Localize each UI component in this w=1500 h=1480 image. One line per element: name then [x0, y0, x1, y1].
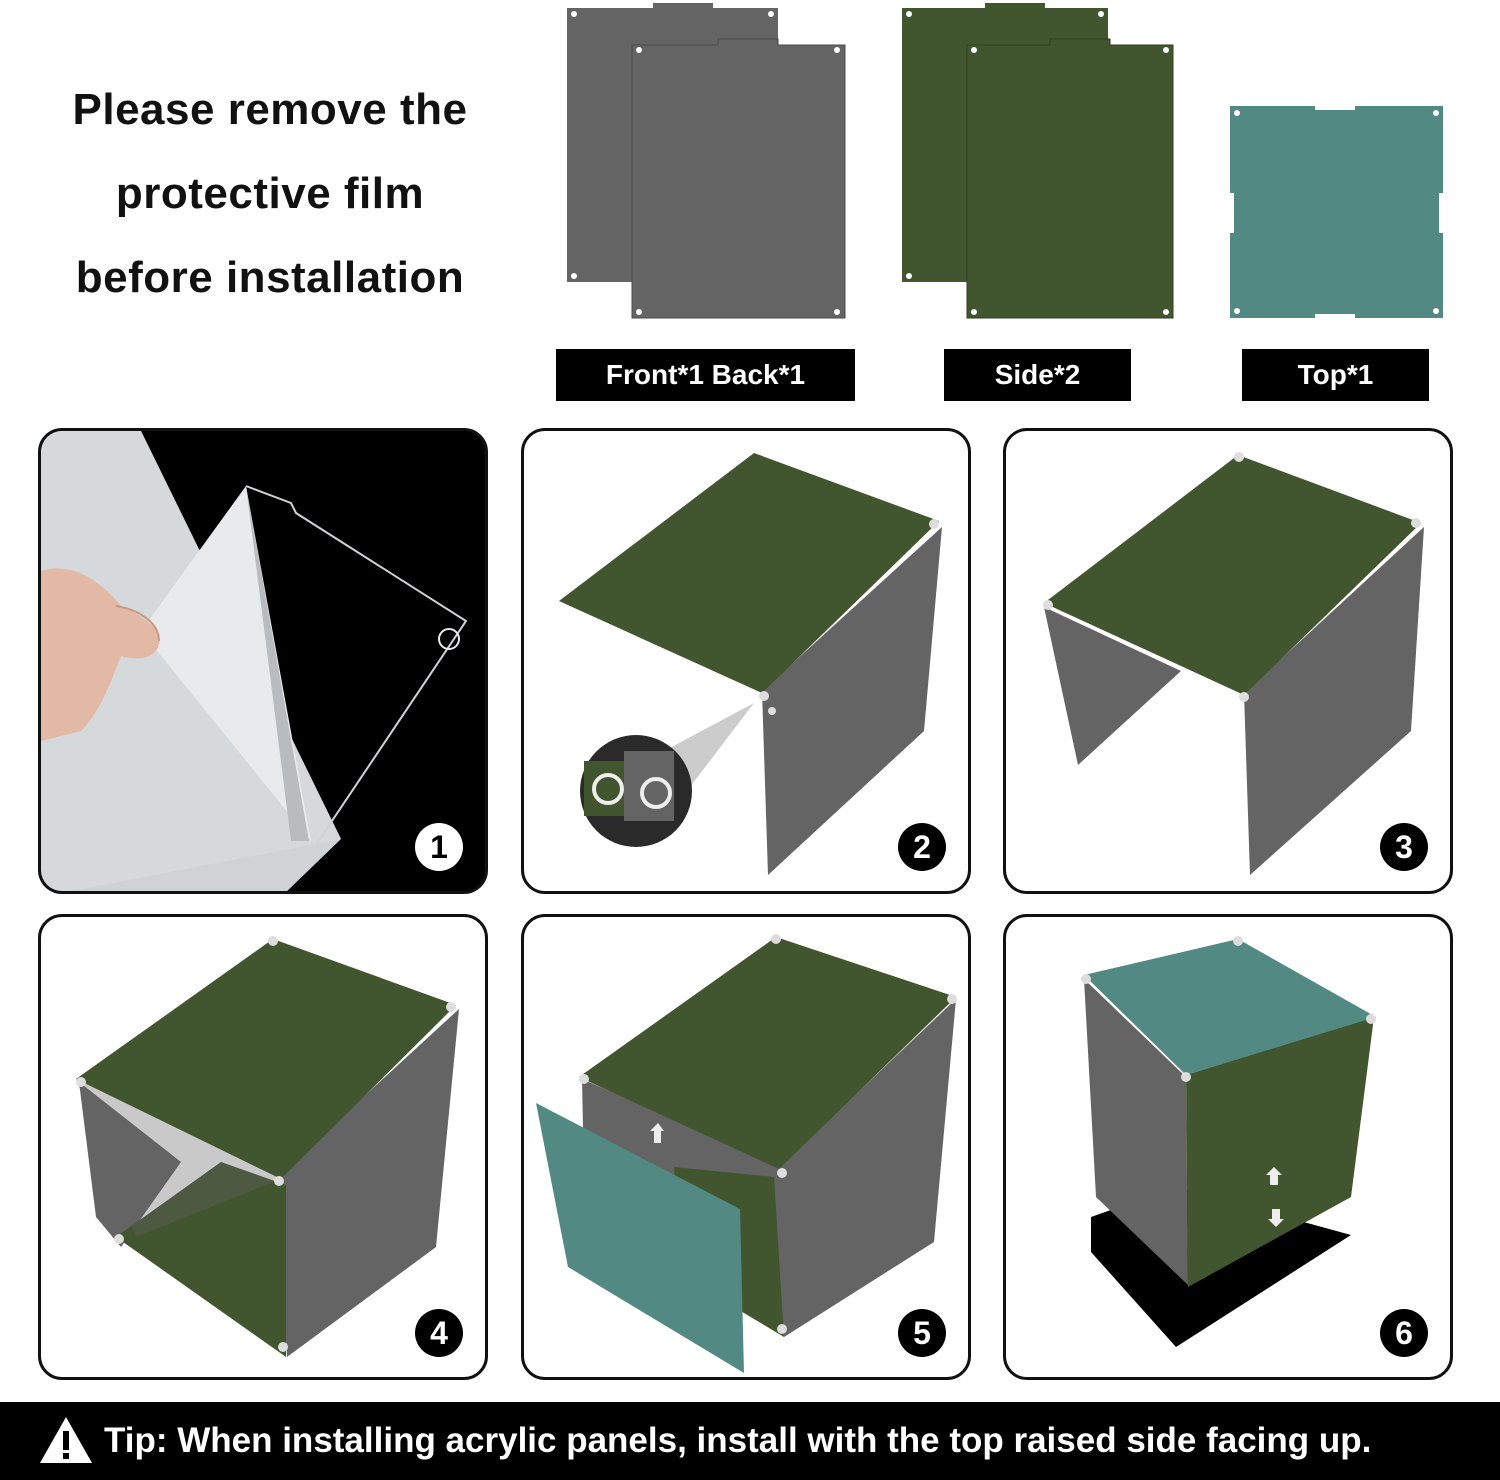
step-1-peel-film: 1 — [38, 428, 488, 894]
second-side-attach-illustration — [1043, 452, 1424, 875]
front-panel-attach-illustration — [536, 934, 957, 1373]
front-back-label: Front*1 Back*1 — [556, 349, 855, 401]
top-panel-attach-illustration — [1081, 936, 1376, 1347]
step-number-5: 5 — [898, 1309, 946, 1357]
intro-line: protective film — [115, 169, 425, 218]
side-panels — [902, 3, 1174, 319]
step-number-6: 6 — [1380, 1309, 1428, 1357]
tip-bar: Tip: When installing acrylic panels, ins… — [0, 1402, 1500, 1480]
step-3-attach-second-side: 3 — [1003, 428, 1453, 894]
step-5-attach-front: 5 — [521, 914, 971, 1380]
top-panel — [1230, 106, 1443, 318]
intro-line: Please remove the — [72, 85, 468, 134]
panel-parts-illustration — [567, 3, 1443, 319]
side-panel-attach-illustration — [559, 453, 942, 875]
step-2-attach-side: 2 — [521, 428, 971, 894]
side-label: Side*2 — [944, 349, 1131, 401]
front-back-panels — [567, 3, 846, 319]
warning-icon — [38, 1414, 94, 1471]
tip-text: Tip: When installing acrylic panels, ins… — [104, 1421, 1372, 1460]
step-6-attach-top: 6 — [1003, 914, 1453, 1380]
step-4-attach-bottom: 4 — [38, 914, 488, 1380]
intro-line: before installation — [75, 253, 465, 302]
step-number-3: 3 — [1380, 823, 1428, 871]
step-number-1: 1 — [415, 823, 463, 871]
step-number-4: 4 — [415, 1309, 463, 1357]
step-number-2: 2 — [898, 823, 946, 871]
peel-film-illustration — [41, 431, 468, 891]
installation-note: Please remove the protective film before… — [20, 68, 520, 320]
bottom-panel-attach-illustration — [76, 936, 459, 1357]
top-label: Top*1 — [1242, 349, 1429, 401]
